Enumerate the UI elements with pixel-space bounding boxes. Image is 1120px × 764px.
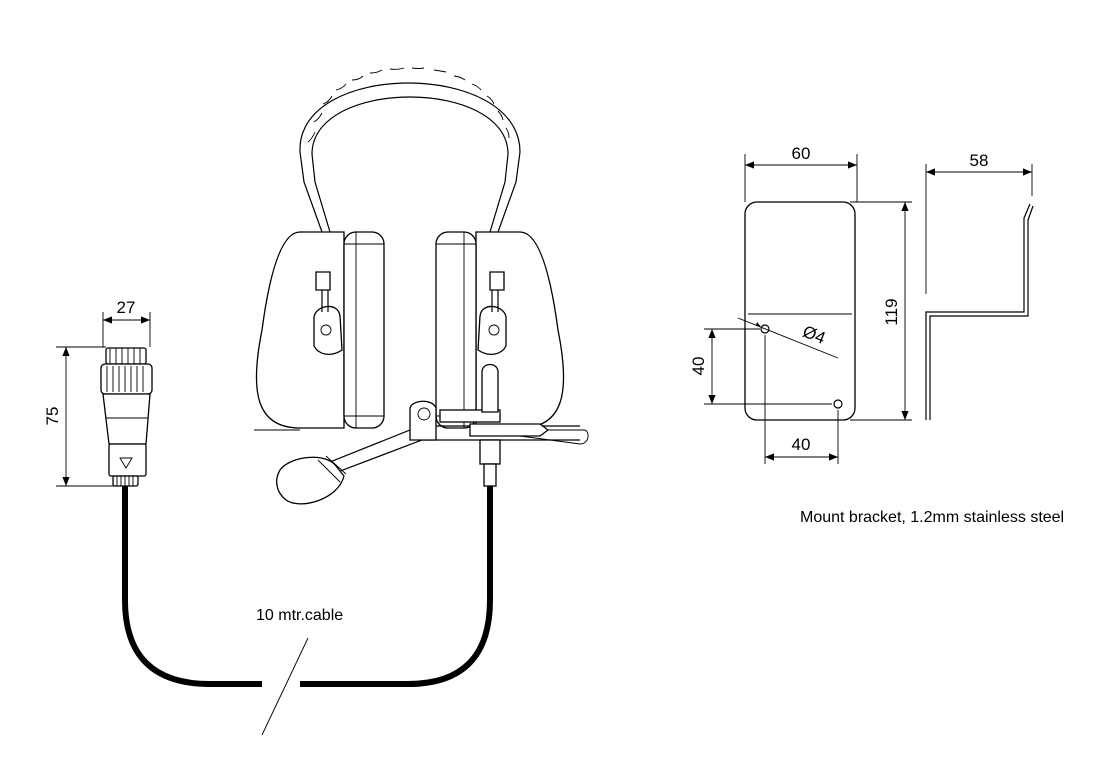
connector-height-label: 75 — [43, 407, 62, 426]
bracket-height-dimension: 119 — [850, 201, 912, 421]
connector-height-dimension: 75 — [43, 346, 114, 487]
bracket-height-label: 119 — [882, 298, 901, 325]
bracket-width-label: 60 — [792, 144, 811, 163]
hole-vertical-spacing-label: 40 — [689, 357, 708, 376]
bracket-front-view — [744, 201, 856, 421]
bracket-side-view — [925, 203, 1034, 420]
connector-width-label: 27 — [117, 298, 136, 317]
bracket-caption: Mount bracket, 1.2mm stainless steel — [800, 509, 1064, 526]
cable-label: 10 mtr.cable — [256, 607, 343, 624]
bracket-hole-top — [760, 324, 770, 334]
connector — [100, 347, 153, 487]
headset — [254, 67, 589, 505]
hole-horizontal-spacing-dimension: 40 — [764, 335, 839, 464]
bracket-depth-label: 58 — [970, 151, 989, 170]
cable — [122, 486, 493, 736]
bracket-width-dimension: 60 — [744, 144, 858, 202]
connector-width-dimension: 27 — [102, 298, 151, 347]
hole-horizontal-spacing-label: 40 — [792, 435, 811, 454]
bracket-depth-dimension: 58 — [925, 151, 1033, 294]
hole-vertical-spacing-dimension: 40 — [689, 328, 832, 405]
bracket-hole-bottom — [833, 399, 843, 409]
